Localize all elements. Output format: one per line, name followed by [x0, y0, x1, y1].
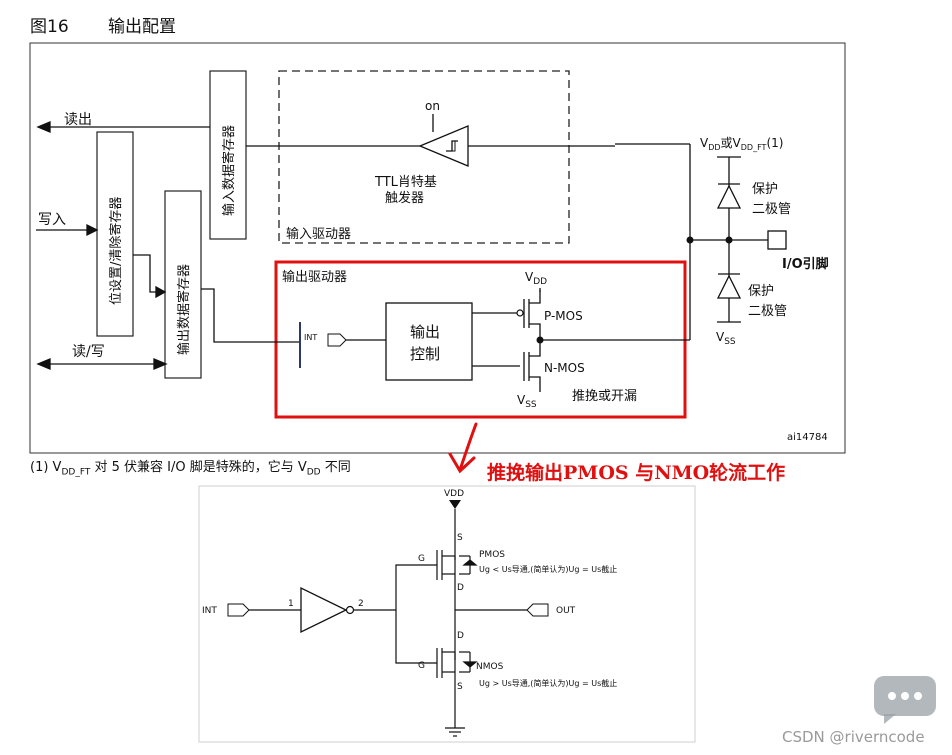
- protection-diode-bottom: [716, 273, 742, 299]
- protection-diode-top: [716, 183, 742, 209]
- read-write-label: 读/写: [72, 343, 105, 360]
- bottom-nmos-label: NMOS: [476, 662, 504, 672]
- bsrr-to-odr-arrow: [133, 254, 167, 299]
- write-in-label: 写入: [38, 212, 66, 228]
- pmos-gate-label: G: [418, 554, 425, 564]
- vss-right-label: VSS: [716, 330, 736, 347]
- io-pin-label: I/O引脚: [782, 256, 829, 272]
- nmos-drain-label: D: [457, 631, 464, 641]
- vdd-label: VDD: [525, 270, 547, 287]
- chat-logo-icon: [872, 674, 942, 726]
- io-pin-pad: [767, 230, 787, 250]
- on-label: on: [425, 99, 440, 113]
- inverter: [300, 586, 355, 634]
- vdd-ft-label: VDD或VDD_FT(1): [700, 136, 783, 152]
- output-driver-label: 输出驱动器: [282, 269, 347, 285]
- nmos-note: Ug > Us导通,(简单认为)Ug = Us截止: [479, 678, 617, 688]
- bottom-pmos-label: PMOS: [479, 550, 505, 560]
- bottom-vdd-label: VDD: [444, 489, 464, 499]
- ground-symbol: [445, 727, 465, 737]
- ttl-label-2: 触发器: [385, 190, 424, 206]
- int-label: INT: [304, 333, 317, 342]
- pin-1-label: 1: [288, 599, 294, 609]
- p-mos-transistor: [523, 290, 541, 340]
- bsrr-register: [96, 131, 134, 337]
- vss-label: VSS: [517, 393, 537, 410]
- push-pull-annotation: 推挽输出PMOS 与NMO轮流工作: [487, 462, 786, 484]
- ttl-label-1: TTL肖特基: [374, 175, 437, 190]
- pmos-source-label: S: [457, 533, 463, 543]
- int-buffer: [327, 333, 347, 347]
- odr-label: 输出数据寄存器: [176, 264, 192, 355]
- schmitt-trigger: [418, 114, 469, 167]
- nmos-source-label: S: [457, 682, 463, 692]
- protect-diode-label-2b: 二极管: [748, 304, 787, 319]
- bottom-frame: [198, 485, 696, 743]
- odr-register: [164, 190, 202, 379]
- bsrr-label: 位设置/清除寄存器: [108, 197, 124, 305]
- protect-diode-label-1b: 二极管: [752, 202, 791, 217]
- nmos-label: N-MOS: [544, 361, 585, 375]
- top-frame: [29, 42, 846, 454]
- nmos-gate-label: G: [418, 661, 425, 671]
- footnote: (1) VDD_FT 对 5 伏兼容 I/O 脚是特殊的，它与 VDD 不同: [30, 460, 351, 478]
- input-driver-box: [278, 70, 570, 244]
- input-driver-label: 输入驱动器: [286, 226, 351, 242]
- bottom-out-label: OUT: [556, 606, 576, 616]
- bottom-pmos: [436, 550, 478, 580]
- control-label-1: 输出: [410, 323, 440, 341]
- read-out-arrow: [36, 121, 210, 133]
- write-in-arrow: [36, 223, 99, 237]
- pin-2-label: 2: [358, 599, 364, 609]
- pmos-note: Ug < Us导通,(简单认为)Ug = Us截止: [479, 564, 617, 574]
- red-arrow: [448, 422, 478, 474]
- idr-register: [209, 70, 247, 240]
- control-label-2: 控制: [410, 345, 440, 363]
- pmos-drain-label: D: [457, 583, 464, 593]
- watermark: CSDN @riverncode: [782, 728, 925, 746]
- protect-diode-label-2a: 保护: [748, 284, 774, 299]
- output-control-block: [385, 302, 473, 381]
- figure-id: ai14784: [787, 432, 828, 443]
- bottom-int-label: INT: [202, 606, 217, 616]
- n-mos-transistor: [523, 340, 541, 392]
- protect-diode-label-1a: 保护: [752, 182, 778, 197]
- figure-number: 图16: [30, 17, 69, 37]
- pmos-label: P-MOS: [544, 309, 583, 323]
- read-write-arrow: [36, 358, 168, 370]
- read-out-label: 读出: [64, 111, 92, 128]
- push-pull-label: 推挽或开漏: [572, 388, 637, 404]
- figure-title: 输出配置: [108, 17, 176, 37]
- idr-label: 输入数据寄存器: [221, 125, 237, 216]
